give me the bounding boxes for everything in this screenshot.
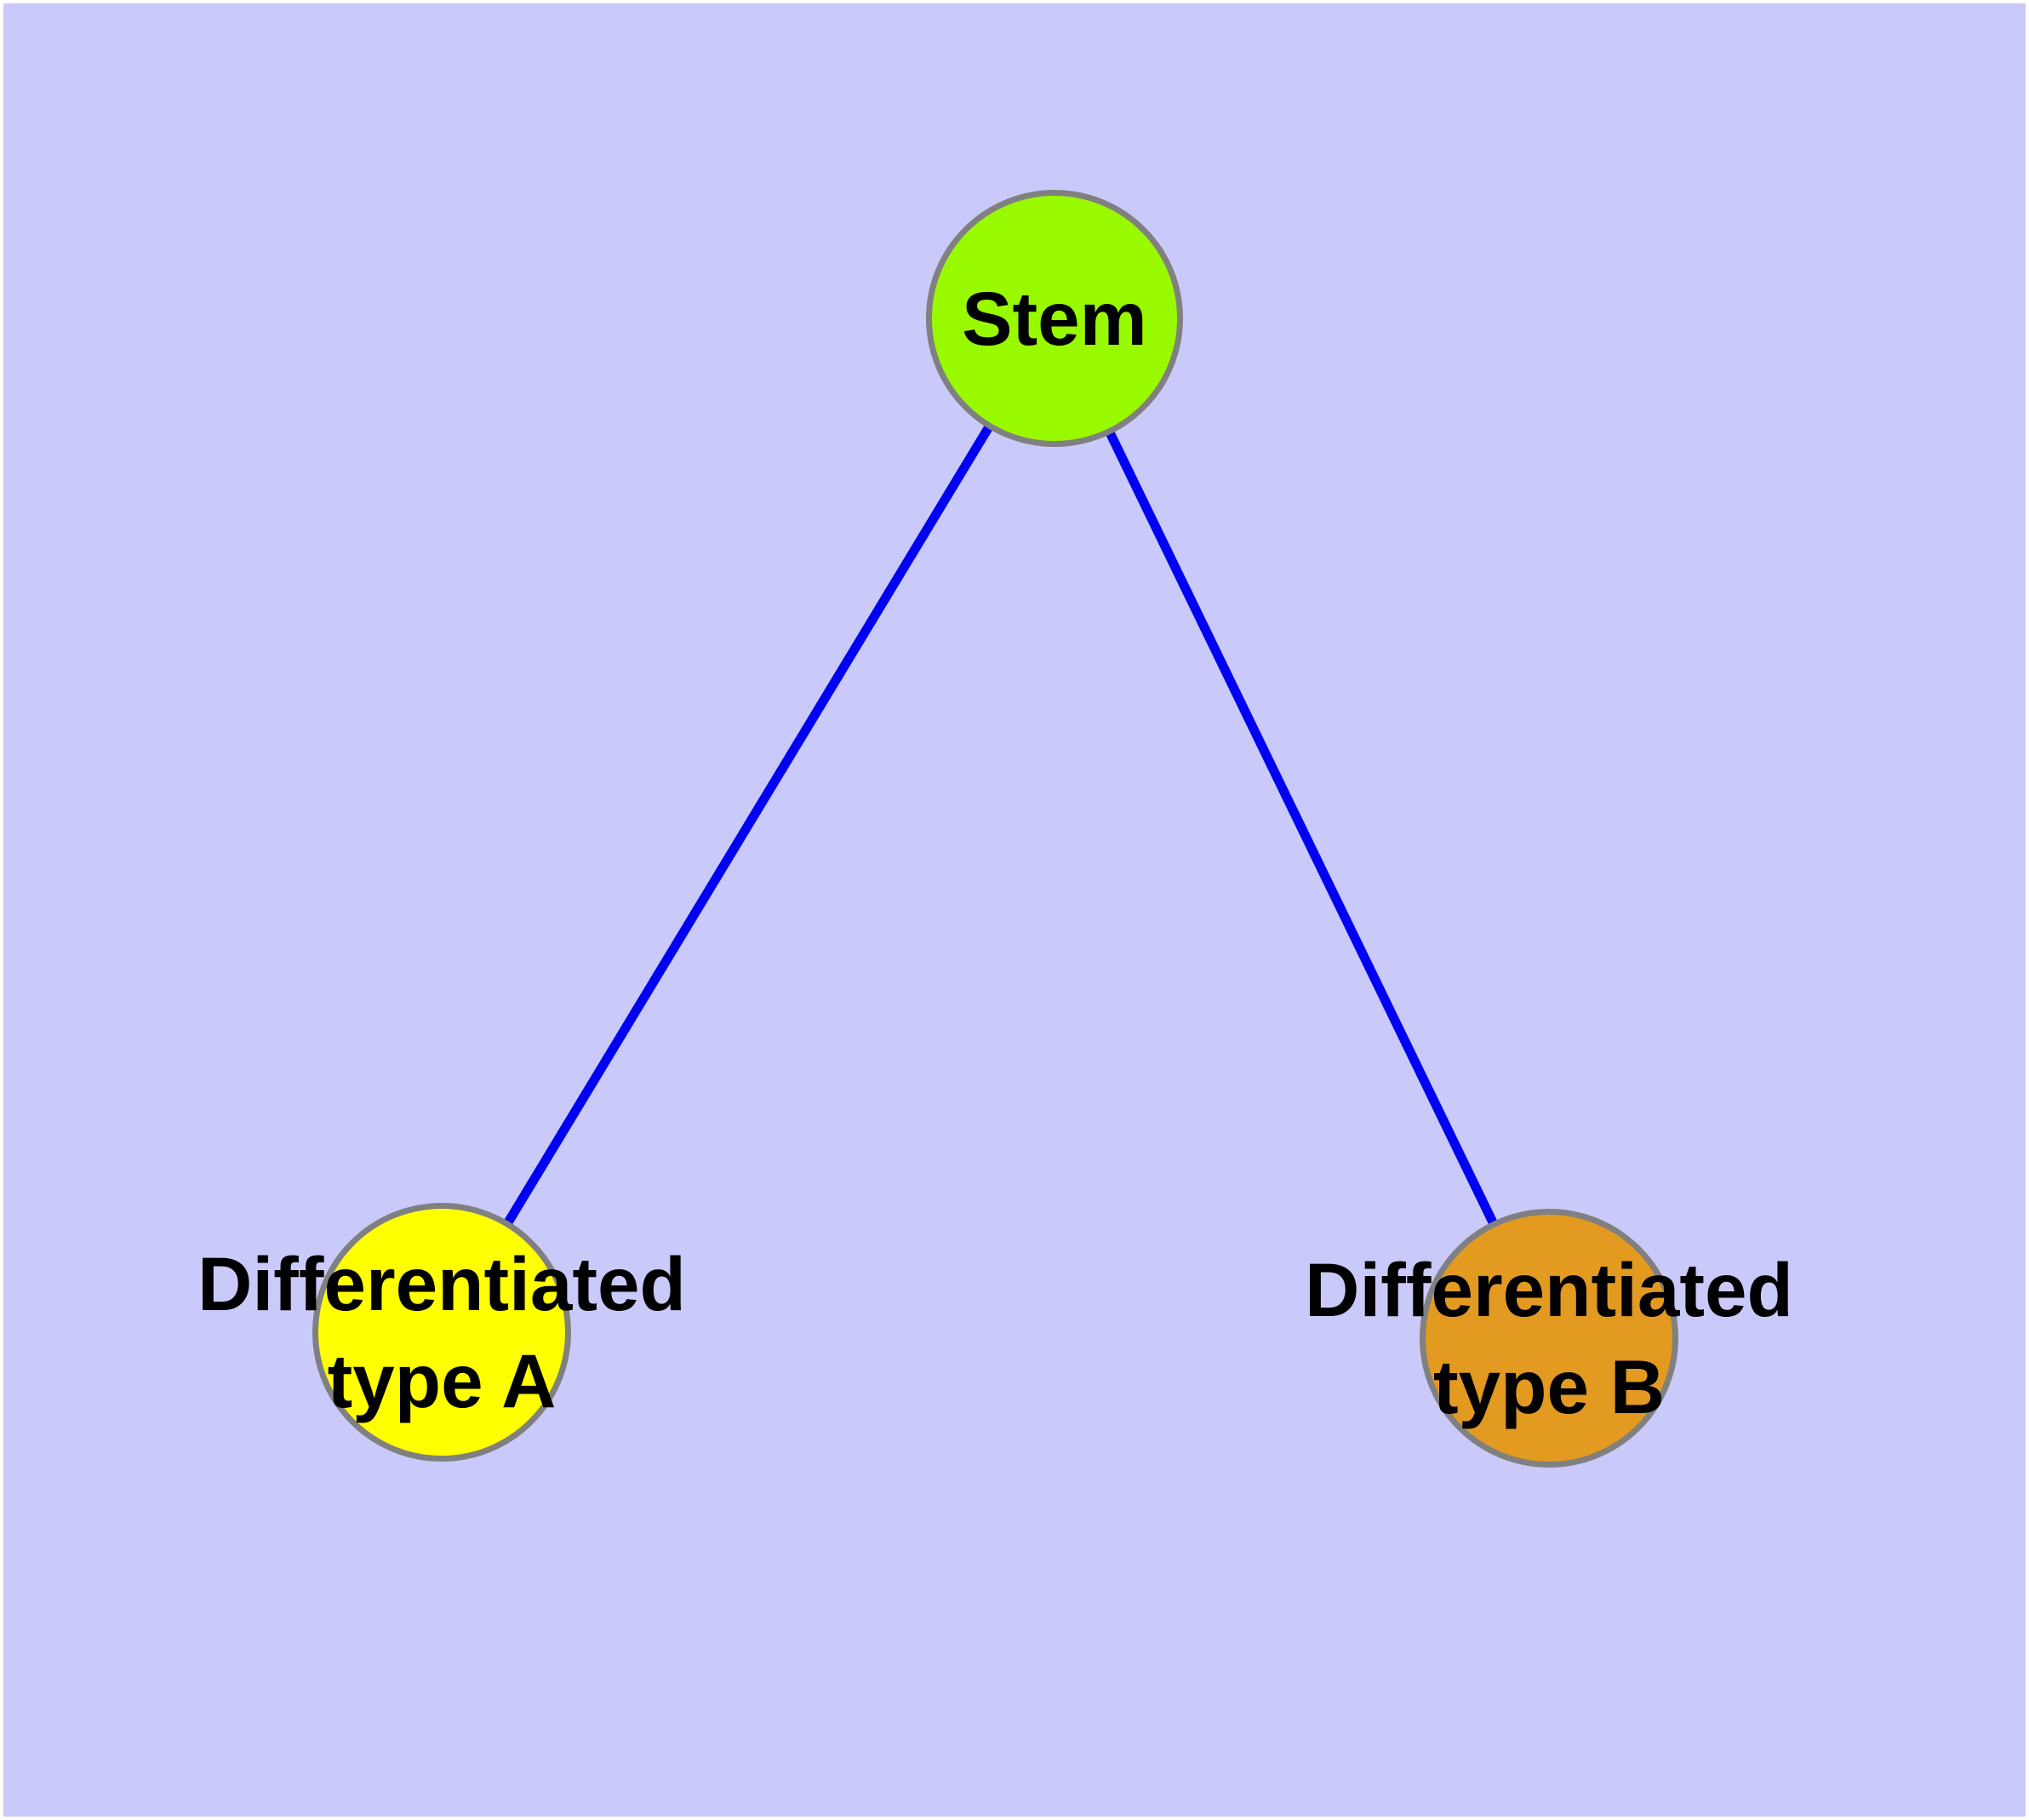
node-differentiated-type-b[interactable] — [1420, 1209, 1678, 1468]
edge-stem-to-differentiated-type-a — [437, 316, 1059, 1335]
node-differentiated-type-a[interactable] — [312, 1203, 571, 1462]
node-stem[interactable] — [926, 190, 1183, 447]
edge-stem-to-differentiated-type-b — [1050, 316, 1553, 1341]
